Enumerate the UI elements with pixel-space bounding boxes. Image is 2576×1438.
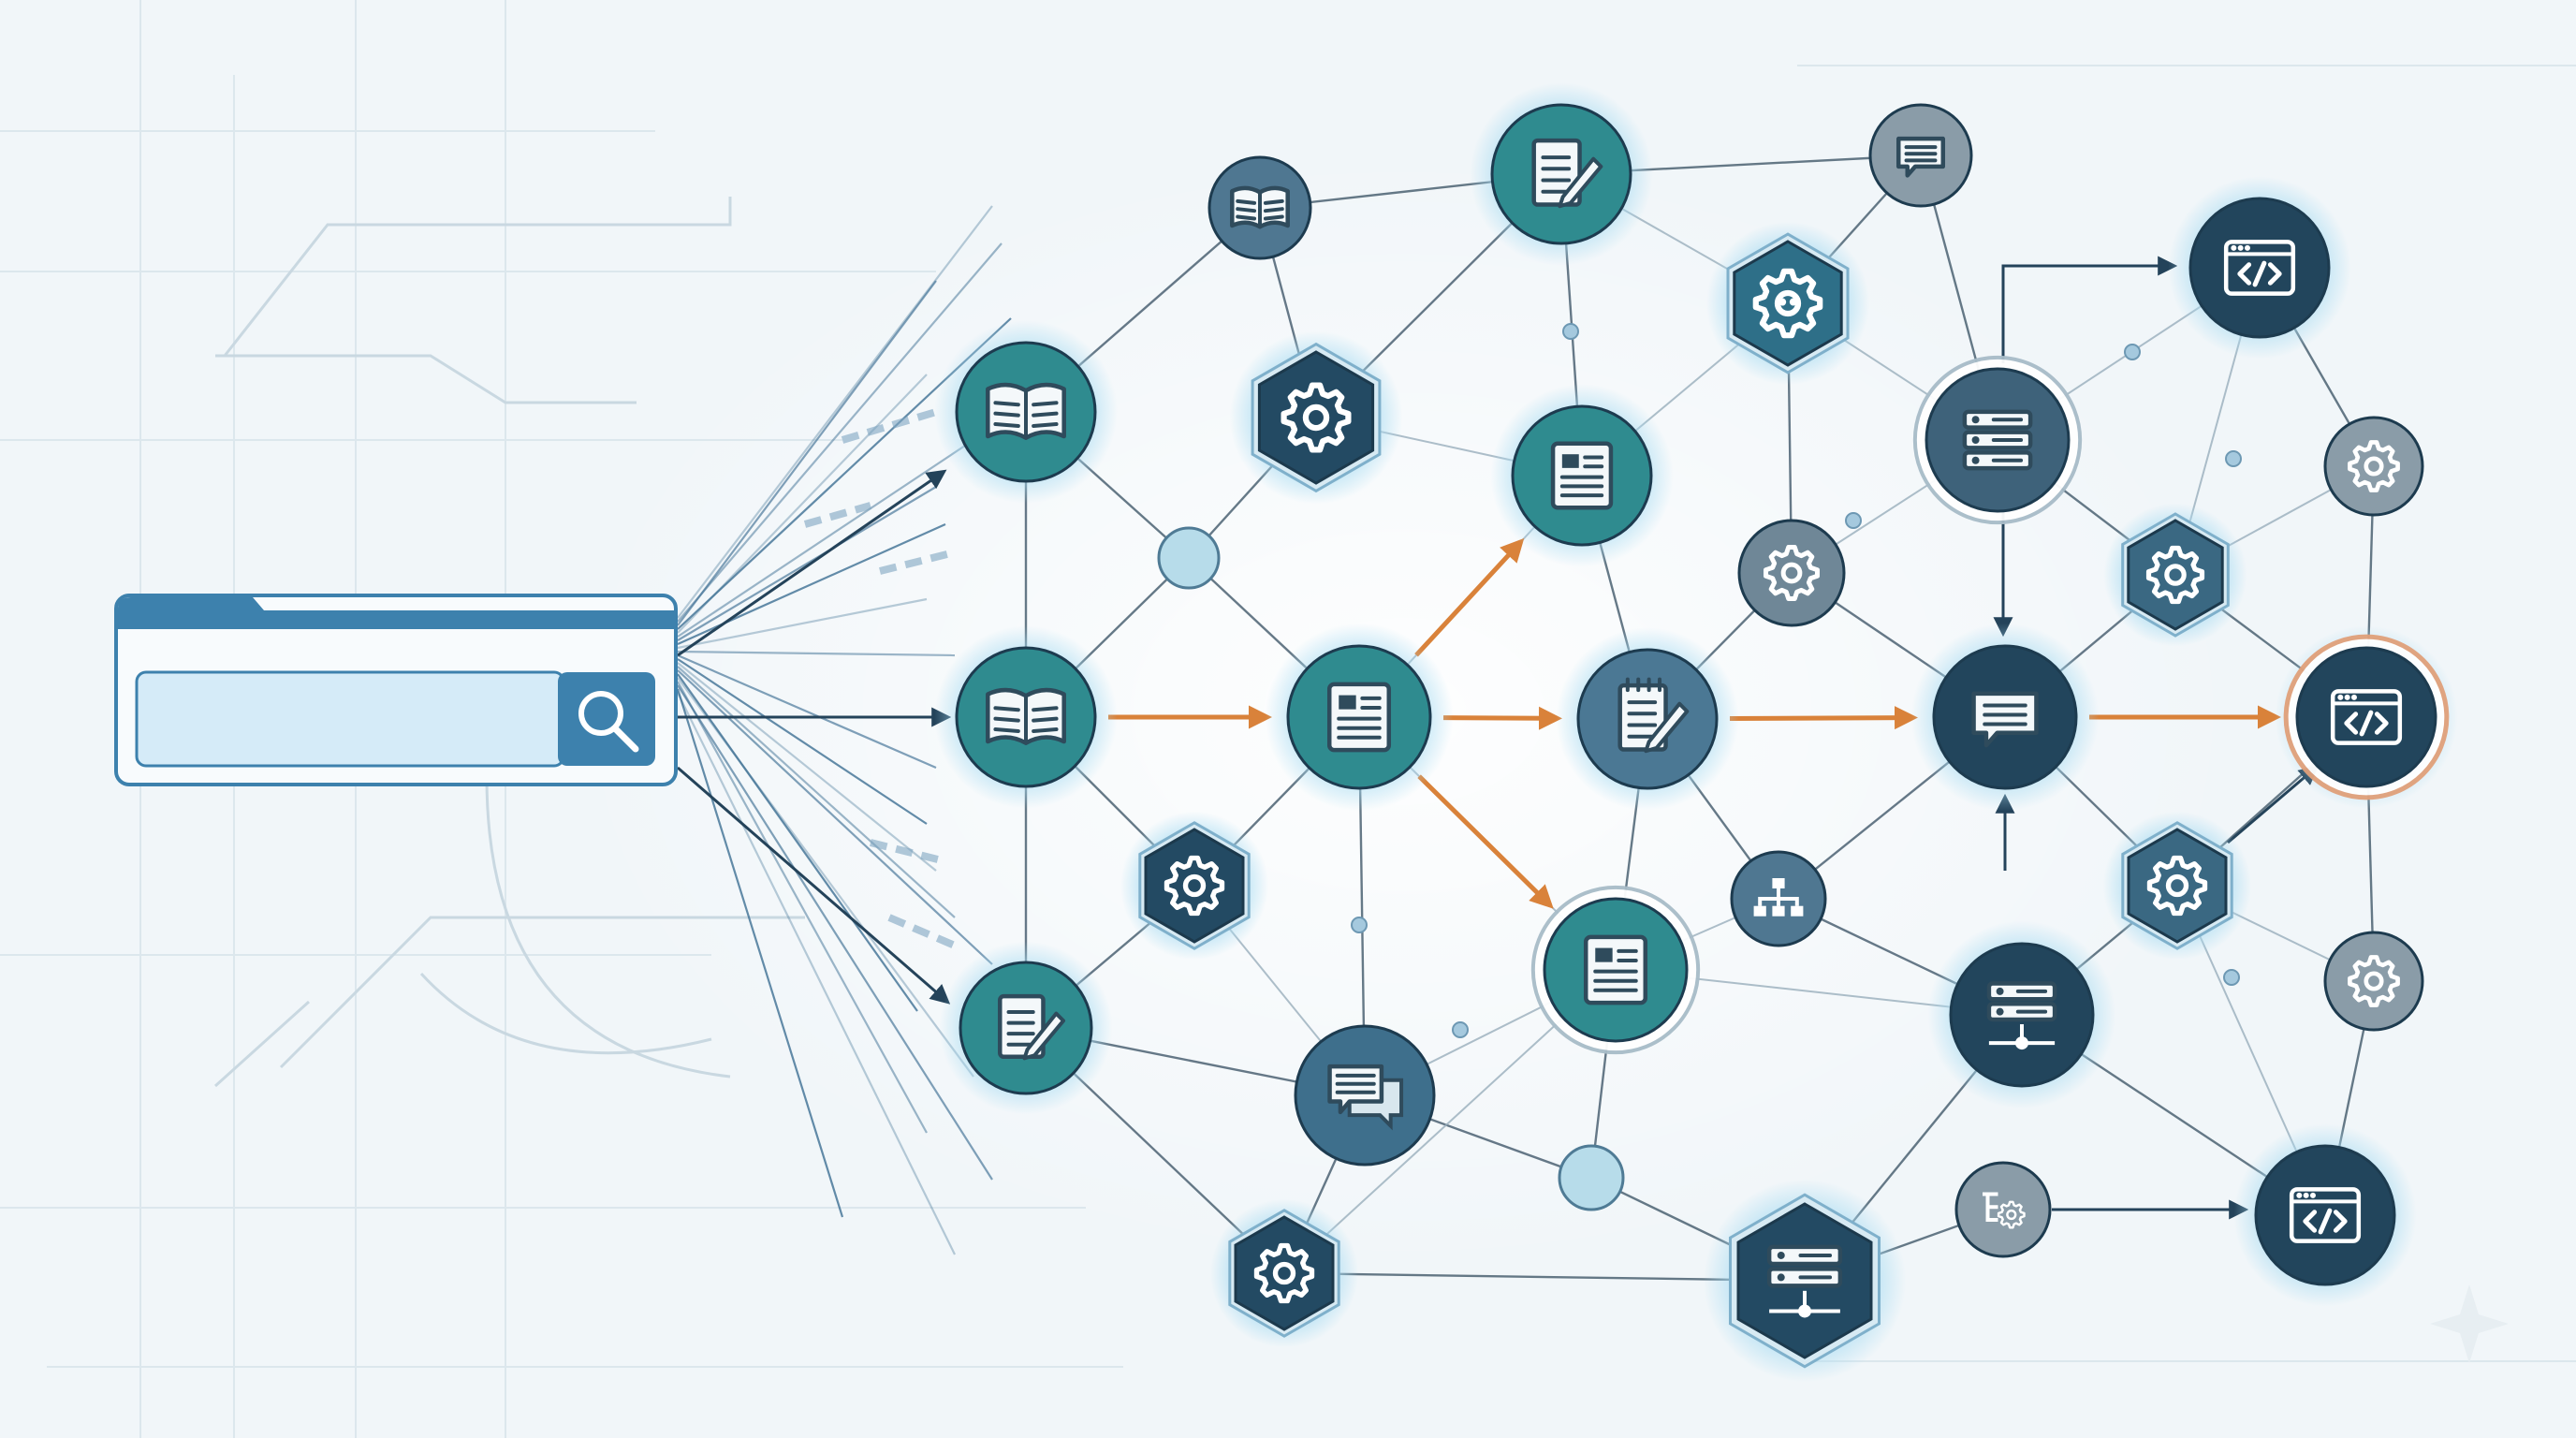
robot-gear-icon (1752, 268, 1823, 339)
node-code-low[interactable] (2233, 1123, 2417, 1307)
node-chat-top[interactable] (1868, 103, 1973, 208)
node-gear-hex-3[interactable] (1209, 1198, 1359, 1348)
server-network-icon (1766, 1244, 1843, 1318)
node-server-hex[interactable] (1703, 1179, 1907, 1383)
graph-nodes (934, 82, 2458, 1383)
code-window-icon (2330, 689, 2403, 745)
document-pencil-icon (1531, 138, 1603, 209)
main-retrieval-path (1108, 537, 2281, 909)
node-hierarchy[interactable] (1730, 850, 1827, 947)
node-gear-hex-r1[interactable] (2103, 503, 2247, 647)
node-server-top[interactable] (1912, 355, 2083, 525)
open-book-icon (986, 382, 1066, 440)
node-edit-1[interactable] (939, 941, 1113, 1115)
code-window-icon (2289, 1187, 2362, 1243)
node-bot-hex[interactable] (1705, 221, 1870, 386)
node-code-main[interactable] (2275, 625, 2458, 809)
open-book-icon (1230, 185, 1290, 229)
search-widget (114, 594, 678, 786)
node-gear-right-1[interactable] (2323, 416, 2424, 517)
node-chat-low[interactable] (1294, 1024, 1436, 1167)
gear-icon (2145, 545, 2205, 605)
node-gear-hex-2[interactable] (1120, 811, 1269, 961)
node-book-1[interactable] (934, 320, 1118, 504)
node-server-low[interactable] (1927, 920, 2116, 1109)
gear-icon (2146, 855, 2208, 917)
node-hub-1[interactable] (1157, 526, 1221, 590)
node-code-top[interactable] (2168, 176, 2351, 360)
code-window-icon (2223, 240, 2296, 296)
search-window-tab (118, 597, 674, 629)
node-edit-top[interactable] (1470, 82, 1653, 266)
node-book-2[interactable] (934, 625, 1118, 809)
document-pencil-icon (998, 993, 1066, 1061)
gear-icon (2348, 955, 2400, 1007)
flow-gear-icon (1983, 1192, 2026, 1229)
chat-bubble-icon (1895, 136, 1946, 178)
node-gear-right-2[interactable] (2323, 931, 2424, 1032)
node-notepad-edit[interactable] (1556, 627, 1739, 811)
magnifier-icon (578, 691, 639, 753)
chat-bubbles-icon (1327, 1064, 1404, 1131)
article-icon (1583, 934, 1648, 1005)
hierarchy-icon (1753, 878, 1804, 917)
node-gear-circle[interactable] (1737, 519, 1846, 627)
gear-icon (1164, 855, 1225, 917)
gear-icon (1253, 1242, 1315, 1304)
node-flow-gear[interactable] (1954, 1161, 2052, 1258)
node-article-1[interactable] (1265, 623, 1454, 812)
search-button[interactable] (558, 672, 655, 766)
chat-bubble-icon (1971, 691, 2039, 748)
node-gear-hex-r2[interactable] (2102, 811, 2252, 961)
server-network-icon (1986, 981, 2057, 1050)
server-icon (1962, 409, 2033, 471)
search-input[interactable] (135, 670, 565, 768)
node-gear-hex-1[interactable] (1229, 330, 1403, 505)
gear-icon (1281, 382, 1352, 453)
node-hub-2[interactable] (1558, 1144, 1625, 1211)
newspaper-icon (1550, 441, 1614, 510)
gear-icon (1764, 545, 1820, 601)
gear-icon (2348, 440, 2400, 492)
open-book-icon (986, 687, 1066, 745)
node-article-low[interactable] (1530, 885, 1701, 1055)
node-news-top[interactable] (1490, 384, 1674, 567)
node-chat-main[interactable] (1910, 623, 2100, 812)
search-rays (676, 205, 1012, 1255)
notepad-pencil-icon (1617, 677, 1690, 754)
article-icon (1326, 682, 1392, 753)
node-book-top[interactable] (1208, 155, 1312, 260)
